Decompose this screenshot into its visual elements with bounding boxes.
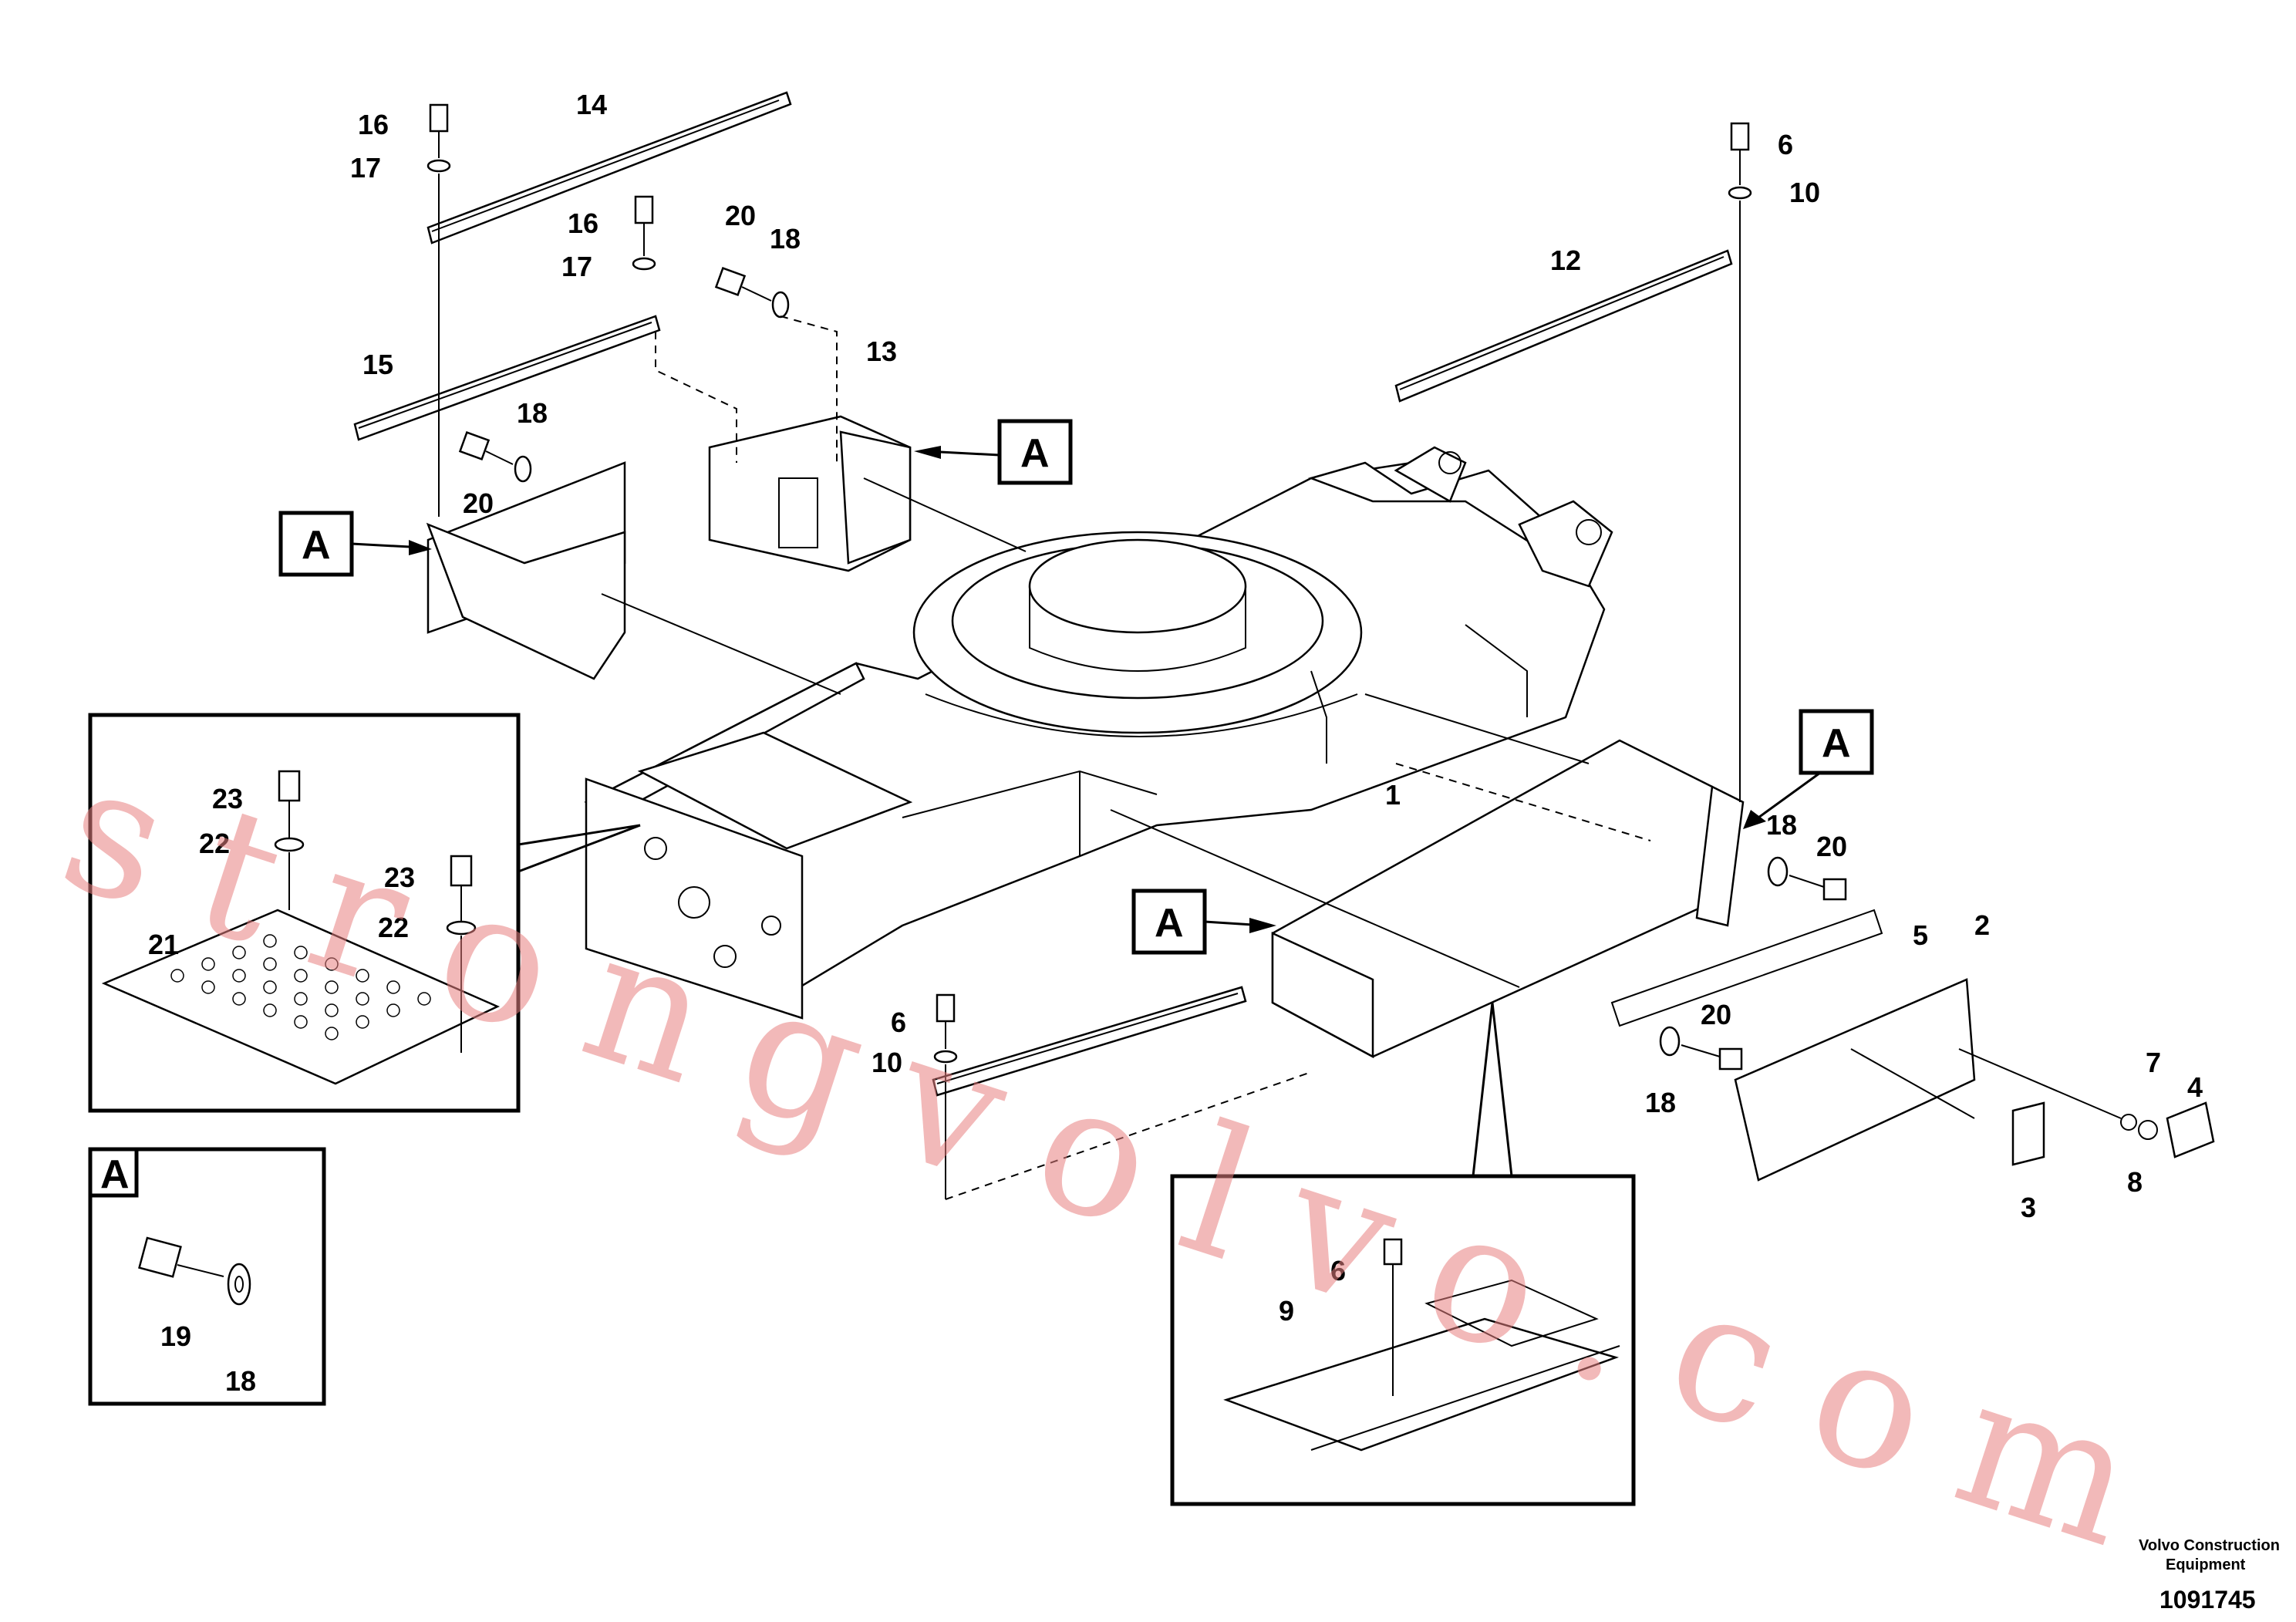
tag-a-left-label: A xyxy=(302,523,331,568)
callout-17a: 17 xyxy=(350,152,381,184)
tag-a-mid xyxy=(1131,889,1276,955)
callout-6a: 6 xyxy=(1778,129,1793,160)
tag-a-left xyxy=(278,511,432,577)
callout-19: 19 xyxy=(160,1320,191,1352)
detail-inset-plate xyxy=(88,713,641,1113)
callout-15: 15 xyxy=(362,349,393,380)
callout-20d: 20 xyxy=(1701,999,1731,1030)
callout-6b: 6 xyxy=(891,1007,906,1038)
callout-13: 13 xyxy=(866,336,897,367)
left-box-assembly xyxy=(426,415,912,680)
credit-line-1: Volvo Construction xyxy=(2139,1537,2280,1554)
callout-12: 12 xyxy=(1550,244,1581,276)
gasket-5 xyxy=(1610,909,1883,1027)
callout-2: 2 xyxy=(1974,909,1990,941)
callout-5: 5 xyxy=(1913,919,1928,951)
callout-20b: 20 xyxy=(463,487,494,519)
detail-a-inset xyxy=(88,1147,326,1406)
callout-17b: 17 xyxy=(561,251,592,282)
step-rail-12 xyxy=(1394,249,1733,403)
callout-20c: 20 xyxy=(1816,831,1847,862)
detail-inset-cover xyxy=(1170,1002,1636,1506)
callout-18a: 18 xyxy=(770,223,801,255)
callout-16b: 16 xyxy=(568,207,598,239)
assembly-lines xyxy=(438,174,2122,1200)
main-frame xyxy=(584,446,1613,1020)
right-box-assembly xyxy=(1271,739,1745,1059)
tag-a-right-label: A xyxy=(1822,721,1851,766)
cover-plate-2 xyxy=(1734,978,1976,1182)
tag-a-mid-label: A xyxy=(1155,901,1184,946)
bolt-20-upper xyxy=(714,267,790,319)
tag-a-right xyxy=(1743,709,1874,829)
bolt-20-left xyxy=(458,431,532,483)
tag-a-top xyxy=(914,419,1073,485)
callout-21: 21 xyxy=(148,929,179,960)
callout-20a: 20 xyxy=(725,200,756,231)
callout-7: 7 xyxy=(2146,1047,2161,1078)
step-rail-14 xyxy=(426,91,792,244)
step-rail-11 xyxy=(932,986,1247,1097)
credit-line-2: Equipment xyxy=(2166,1556,2246,1573)
step-rail-15 xyxy=(353,315,661,441)
tag-letters: A A A A A xyxy=(100,431,1851,1197)
callout-16a: 16 xyxy=(358,109,389,140)
callout-10a: 10 xyxy=(1789,177,1820,208)
callout-14: 14 xyxy=(576,89,607,120)
callout-18c: 18 xyxy=(1766,809,1797,841)
callout-10b: 10 xyxy=(872,1047,902,1078)
callout-4: 4 xyxy=(2187,1071,2203,1103)
callout-1: 1 xyxy=(1385,779,1401,811)
callout-18b: 18 xyxy=(517,397,548,429)
bolt-16-upper xyxy=(426,103,451,173)
hinge-3 xyxy=(2011,1101,2045,1166)
bolt-20-lower xyxy=(1659,1026,1743,1071)
callout-22a: 22 xyxy=(199,828,230,859)
callout-18d: 18 xyxy=(1645,1087,1676,1118)
callout-22b: 22 xyxy=(378,912,409,943)
callout-18e: 18 xyxy=(225,1365,256,1397)
callout-3: 3 xyxy=(2021,1192,2036,1223)
tag-a-inset-label: A xyxy=(100,1152,130,1197)
bolt-6-upper-right xyxy=(1728,122,1752,200)
tag-a-top-label: A xyxy=(1020,431,1050,476)
callout-labels: 16 14 17 16 17 20 18 15 13 18 20 6 10 12… xyxy=(148,89,2203,1397)
callout-9: 9 xyxy=(1279,1295,1294,1327)
bolt-20-right xyxy=(1767,856,1847,901)
bolt-16-mid xyxy=(632,195,656,271)
callout-8: 8 xyxy=(2127,1166,2143,1198)
document-number: 1091745 xyxy=(2159,1586,2256,1614)
callout-23a: 23 xyxy=(212,783,243,814)
callout-6c: 6 xyxy=(1330,1255,1346,1286)
callout-23b: 23 xyxy=(384,862,415,893)
bolt-6-lower xyxy=(933,993,958,1064)
knob-4 xyxy=(2120,1101,2215,1158)
